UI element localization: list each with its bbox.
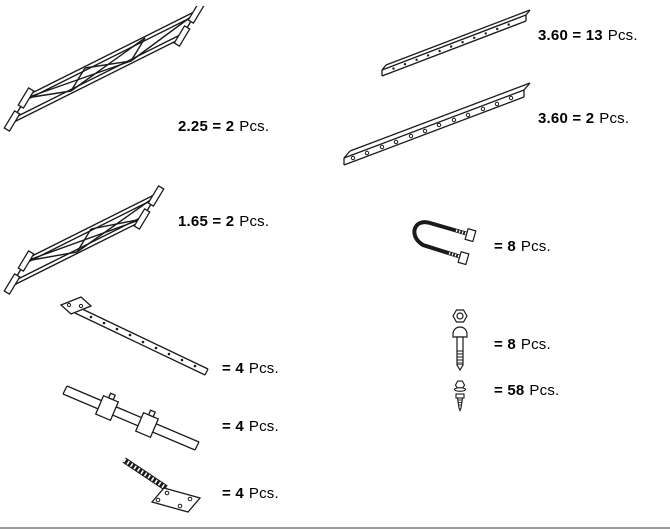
part-size-quantity: = 58 [494,382,525,399]
lattice-girder-large-drawing [3,1,205,133]
screw-drawing [453,380,467,412]
perforated-strip-drawing [381,9,531,77]
bolt-with-nut-drawing [452,309,468,372]
lattice-girder-small-illustration [2,166,172,301]
part-unit: Pcs. [239,118,270,135]
lattice-girder-small-drawing [3,184,165,296]
threaded-rod-illustration [112,452,217,527]
screw-illustration [440,380,480,417]
part-size-quantity: = 8 [494,336,516,353]
part-unit: Pcs. [520,238,551,255]
part-unit: Pcs. [520,336,551,353]
part-unit: Pcs. [248,360,279,377]
part-unit: Pcs. [239,213,270,230]
part-size-quantity: = 4 [222,360,244,377]
part-size-quantity: 3.60 = 2 [538,110,595,127]
u-bolt-illustration [406,212,494,277]
perforated-tube-illustration [58,296,218,387]
part-unit: Pcs. [599,110,630,127]
part-unit: Pcs. [529,382,560,399]
threaded-rod-drawing [122,457,202,513]
part-size-quantity: 2.25 = 2 [178,118,235,135]
part-unit: Pcs. [248,418,279,435]
part-size-quantity: 3.60 = 13 [538,27,603,44]
part-size-quantity: = 8 [494,238,516,255]
perforated-rail-drawing [343,82,531,166]
part-unit: Pcs. [248,485,279,502]
tube-with-couplers-illustration [55,370,205,461]
perforated-rail-illustration [338,80,536,177]
part-unit: Pcs. [607,27,638,44]
perforated-tube-drawing [59,296,209,376]
lattice-girder-large-illustration [0,1,210,143]
part-size-quantity: = 4 [222,418,244,435]
u-bolt-drawing [412,220,477,266]
part-size-quantity: 1.65 = 2 [178,213,235,230]
perforated-strip-illustration [376,6,541,89]
tube-with-couplers-drawing [62,385,200,451]
bolt-with-nut-illustration [438,306,482,381]
part-size-quantity: = 4 [222,485,244,502]
